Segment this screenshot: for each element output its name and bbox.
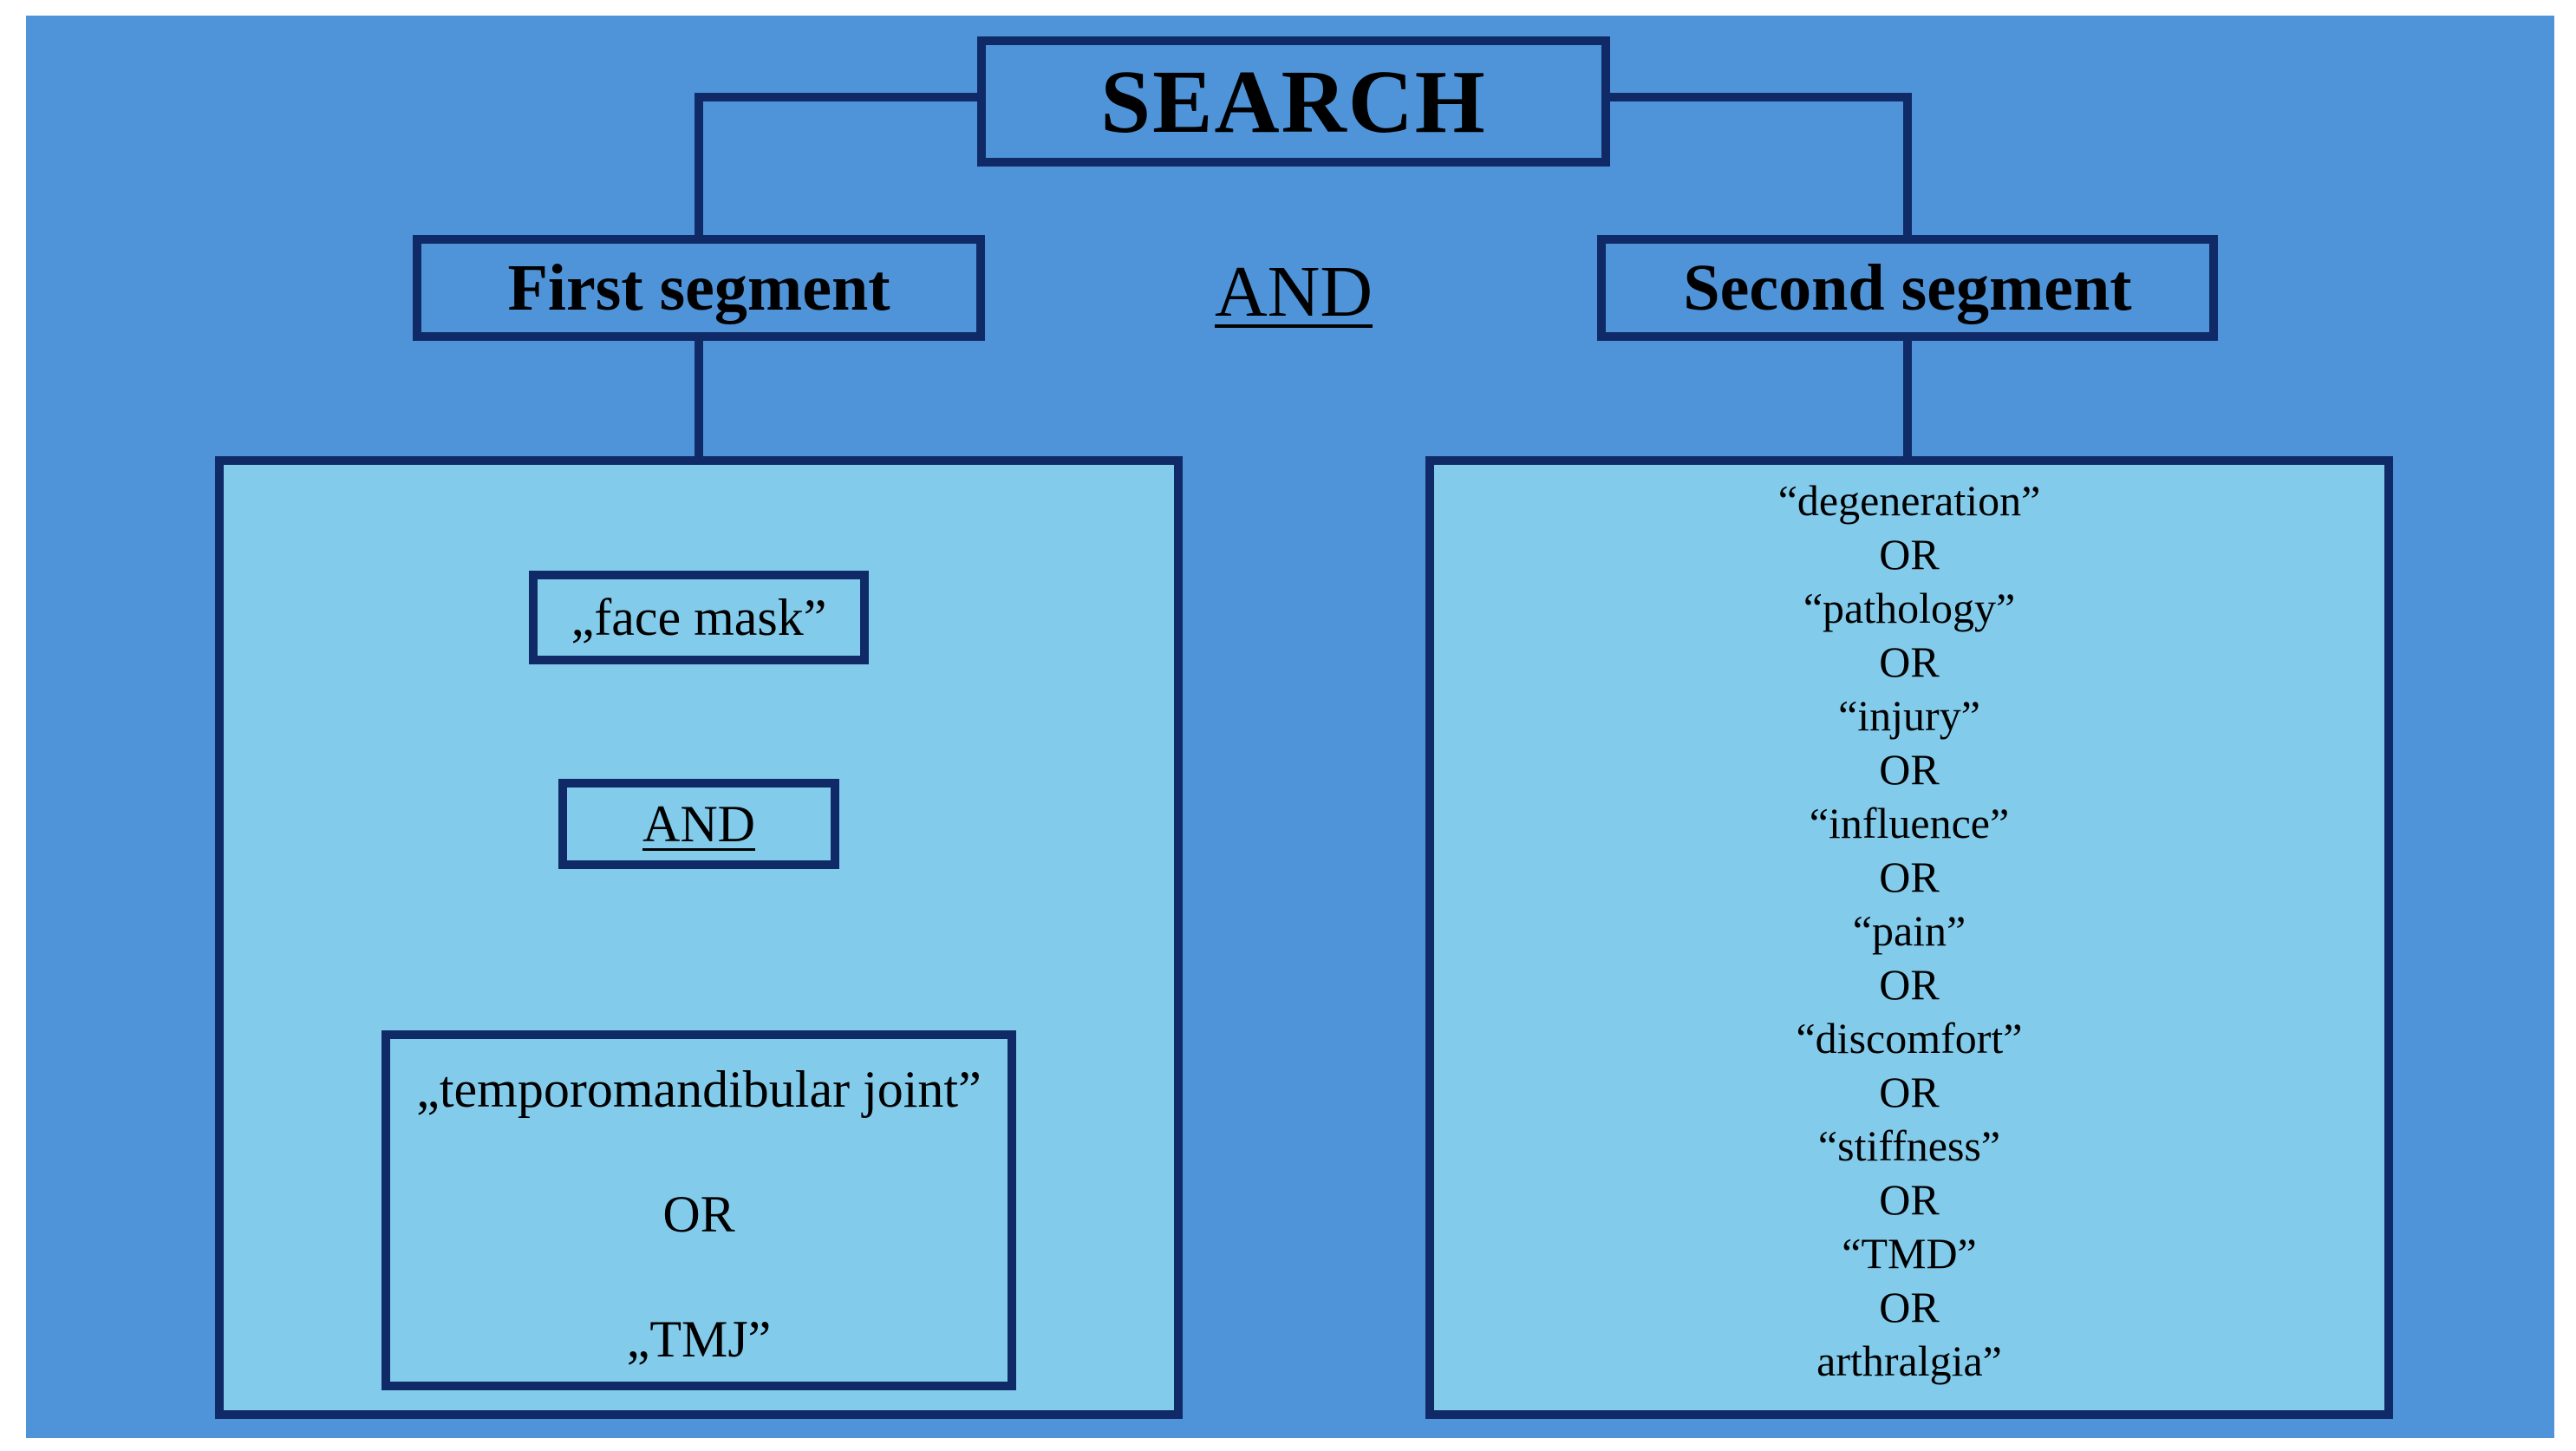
term-pain: “pain” xyxy=(1852,906,1966,955)
or-operator: OR xyxy=(1879,960,1940,1009)
or-operator: OR xyxy=(1879,1283,1940,1331)
second-segment-box: Second segment xyxy=(1597,235,2218,341)
center-and-operator: AND xyxy=(1215,252,1373,332)
or-operator: OR xyxy=(1879,1068,1940,1116)
first-segment-label: First segment xyxy=(507,251,890,324)
face-mask-term: „face mask” xyxy=(571,588,827,646)
or-operator: OR xyxy=(1879,745,1940,794)
first-segment-box: First segment xyxy=(413,235,985,341)
connector-search-to-first xyxy=(695,93,977,235)
or-operator: OR xyxy=(1879,530,1940,578)
term-stiffness: “stiffness” xyxy=(1817,1121,2001,1170)
or-operator: OR xyxy=(1879,637,1940,686)
second-segment-terms-list: “degeneration” OR “pathology” OR “injury… xyxy=(1425,474,2393,1388)
search-title: SEARCH xyxy=(1100,51,1487,152)
term-arthralgia: arthralgia” xyxy=(1816,1337,2002,1385)
connector-search-to-second xyxy=(1610,93,1912,235)
tmj-terms-box: „temporomandibular joint” OR „TMJ” xyxy=(382,1030,1016,1390)
face-mask-term-box: „face mask” xyxy=(529,571,869,664)
term-degeneration: “degeneration” xyxy=(1777,476,2041,525)
tmj-term-abbrev: „TMJ” xyxy=(626,1310,772,1368)
tmj-term-full: „temporomandibular joint” xyxy=(416,1061,981,1118)
inner-and-operator: AND xyxy=(642,794,755,853)
second-segment-panel xyxy=(1425,456,2393,1419)
or-operator: OR xyxy=(1879,1175,1940,1224)
tmj-or-operator: OR xyxy=(662,1186,735,1243)
or-operator: OR xyxy=(1879,853,1940,901)
term-pathology: “pathology” xyxy=(1803,584,2016,632)
term-injury: “injury” xyxy=(1838,691,1980,740)
term-tmd: “TMD” xyxy=(1842,1229,1977,1278)
diagram-canvas: SEARCH AND First segment Second segment … xyxy=(26,16,2554,1438)
term-discomfort: “discomfort” xyxy=(1796,1014,2023,1062)
inner-and-operator-box: AND xyxy=(558,779,839,869)
second-segment-label: Second segment xyxy=(1683,251,2132,324)
term-influence: “influence” xyxy=(1809,799,2010,847)
search-title-box: SEARCH xyxy=(977,36,1610,167)
